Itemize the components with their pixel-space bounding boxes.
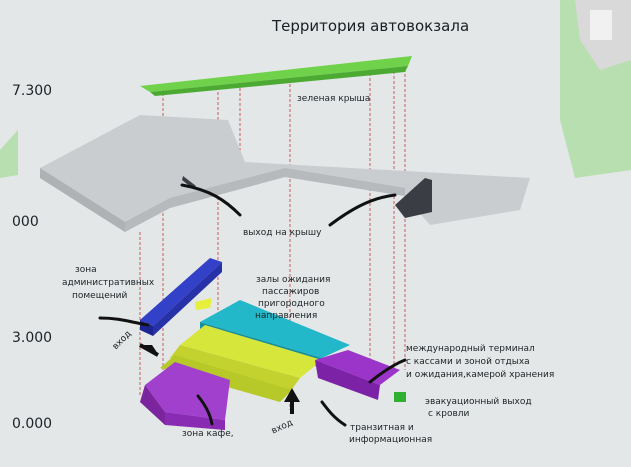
svg-text:с кассами и зоной отдыха: с кассами и зоной отдыха xyxy=(406,357,530,367)
roof-exit-label: выход на крышу xyxy=(243,228,322,238)
svg-text:вход: вход xyxy=(111,329,134,352)
site-map-fragment xyxy=(0,0,631,178)
svg-text:зона: зона xyxy=(75,265,97,275)
svg-text:вход: вход xyxy=(270,418,294,437)
svg-text:залы ожидания: залы ожидания xyxy=(256,275,330,285)
diagram-title: Территория автовокзала xyxy=(271,17,469,35)
ground-floor-volume xyxy=(140,300,406,430)
svg-text:административных: административных xyxy=(62,278,155,288)
svg-text:информационная: информационная xyxy=(349,435,432,445)
level-mark-ground: 0.000 xyxy=(12,416,52,432)
international-terminal-label: международный терминал с кассами и зоной… xyxy=(406,344,554,380)
roof-exit-leader-left xyxy=(180,183,242,217)
intl-terminal-leader xyxy=(368,358,407,384)
svg-text:и ожидания,камерой хранения: и ожидания,камерой хранения xyxy=(406,370,554,380)
evacuation-exit-label: эвакуационный выход с кровли xyxy=(425,397,532,419)
green-roof: зеленая крыша xyxy=(140,56,412,104)
roof-slab: выход на крышу xyxy=(40,115,530,238)
cafe-leader xyxy=(196,394,214,426)
svg-text:транзитная и: транзитная и xyxy=(350,423,414,433)
cafe-zone-label: зона кафе, xyxy=(182,429,234,439)
admin-zone-label: зона административных помещений xyxy=(62,265,155,301)
svg-text:эвакуационный выход: эвакуационный выход xyxy=(425,397,532,407)
level-mark-slab: 000 xyxy=(12,214,39,230)
svg-text:международный терминал: международный терминал xyxy=(406,344,535,354)
svg-text:направления: направления xyxy=(255,311,317,321)
svg-text:пассажиров: пассажиров xyxy=(262,287,319,297)
svg-text:с кровли: с кровли xyxy=(428,409,470,419)
admin-leader xyxy=(98,316,150,327)
suburban-halls-label: залы ожидания пассажиров пригородного на… xyxy=(255,275,330,321)
green-roof-label: зеленая крыша xyxy=(297,94,370,104)
transit-zone-label: транзитная и информационная xyxy=(349,423,432,445)
svg-text:пригородного: пригородного xyxy=(258,299,325,309)
transit-leader xyxy=(320,400,347,427)
roof-exit-leader-right xyxy=(328,193,397,227)
level-mark-upper: 3.000 xyxy=(12,330,52,346)
svg-text:помещений: помещений xyxy=(72,291,127,301)
level-mark-roof: 7.300 xyxy=(12,83,52,99)
